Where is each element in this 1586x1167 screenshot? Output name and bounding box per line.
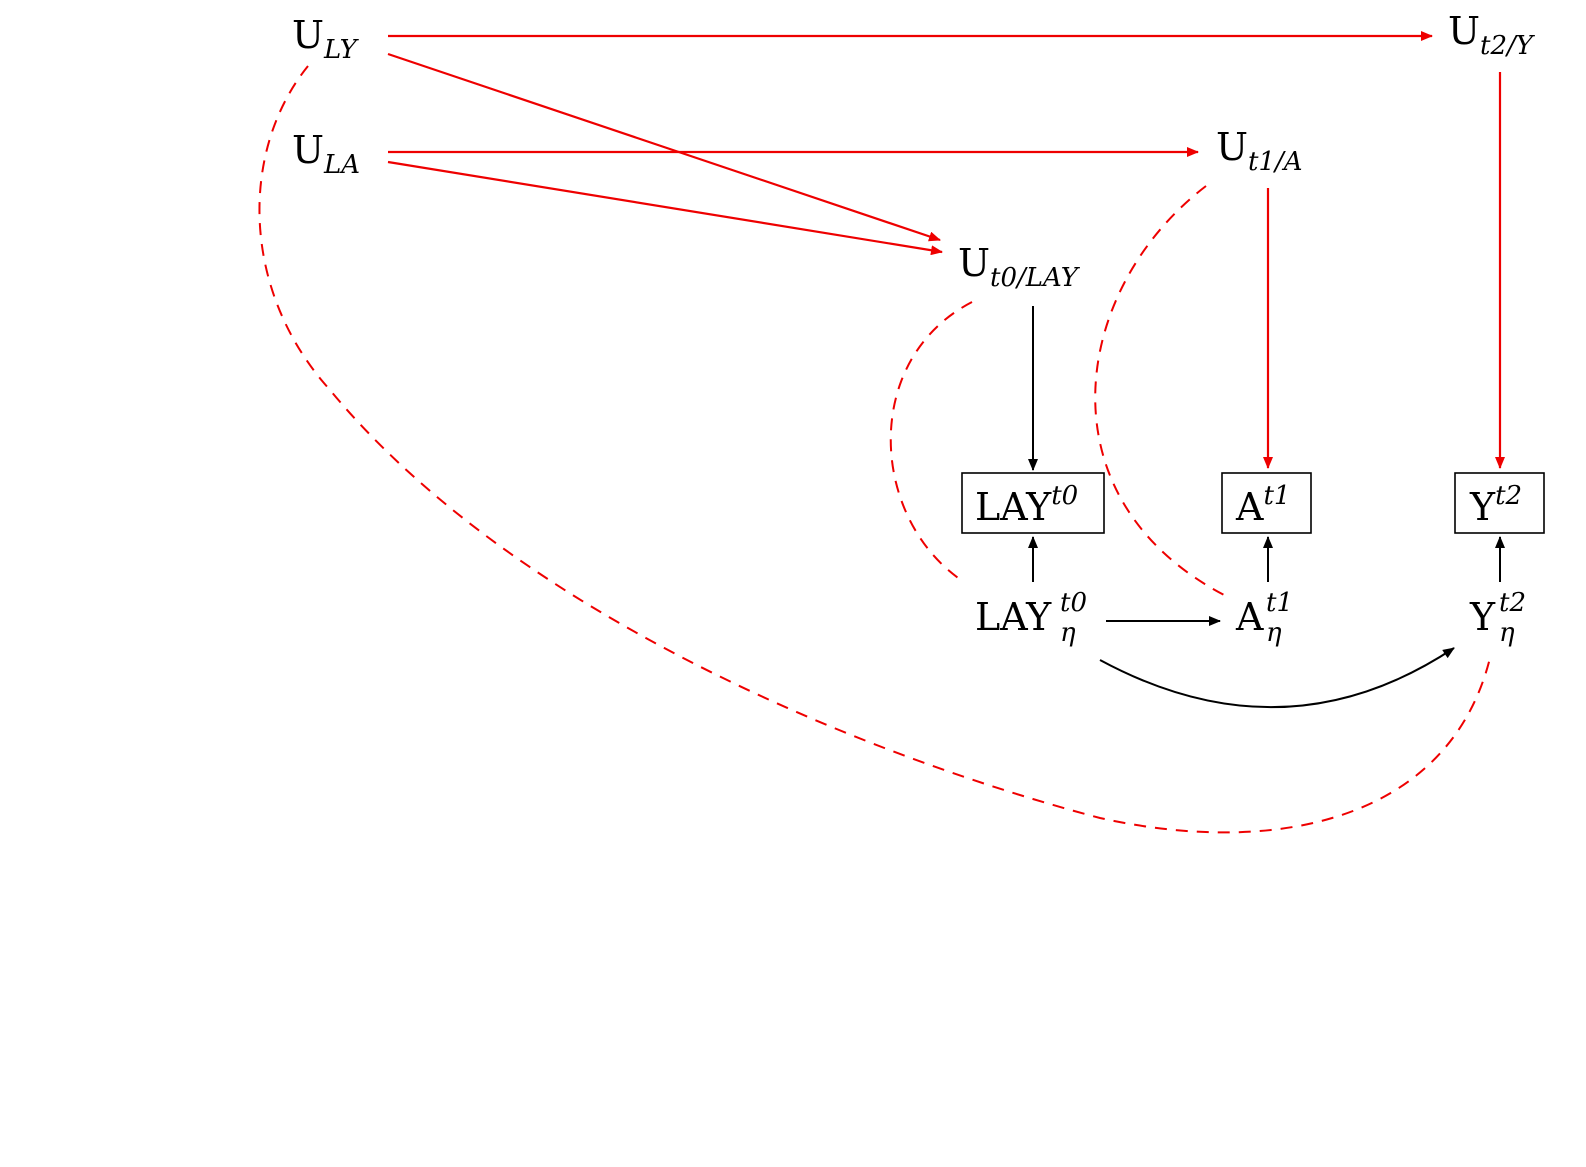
node-u-t1-a: Ut1/A <box>1216 125 1303 177</box>
node-u-t2-y: Ut2/Y <box>1448 9 1536 61</box>
node-lay-observed: LAYt0 <box>975 481 1078 529</box>
box-lay-observed <box>961 472 1105 534</box>
edge-ula-to-ut0 <box>387 160 943 256</box>
edge-layeta-to-yeta <box>1099 647 1455 709</box>
svg-text:t0: t0 <box>1060 588 1087 618</box>
svg-text:η: η <box>1060 618 1076 648</box>
node-y-observed: Yt2 <box>1469 481 1522 529</box>
node-u-ly: ULY <box>292 13 360 65</box>
svg-text:Y: Y <box>1469 595 1496 639</box>
node-lay-eta: LAY t0 η <box>975 588 1087 648</box>
edge-uly-to-ut0 <box>387 52 941 242</box>
svg-text:η: η <box>1499 618 1515 648</box>
node-u-la: ULA <box>292 128 360 180</box>
svg-text:LAY: LAY <box>975 595 1052 639</box>
svg-text:η: η <box>1266 618 1282 648</box>
box-y-observed <box>1454 472 1545 534</box>
node-a-observed: At1 <box>1235 481 1290 529</box>
node-u-t0-lay: Ut0/LAY <box>958 241 1081 293</box>
dashed-ut0-to-layeta <box>889 301 973 583</box>
dashed-uly-to-yeta <box>258 65 1491 834</box>
svg-text:A: A <box>1235 595 1264 639</box>
dashed-ut1-to-aeta <box>1094 185 1227 597</box>
svg-text:t1: t1 <box>1266 588 1293 618</box>
node-y-eta: Y t2 η <box>1469 588 1526 648</box>
box-a-observed <box>1221 472 1312 534</box>
node-a-eta: A t1 η <box>1235 588 1293 648</box>
svg-text:t2: t2 <box>1499 588 1526 618</box>
